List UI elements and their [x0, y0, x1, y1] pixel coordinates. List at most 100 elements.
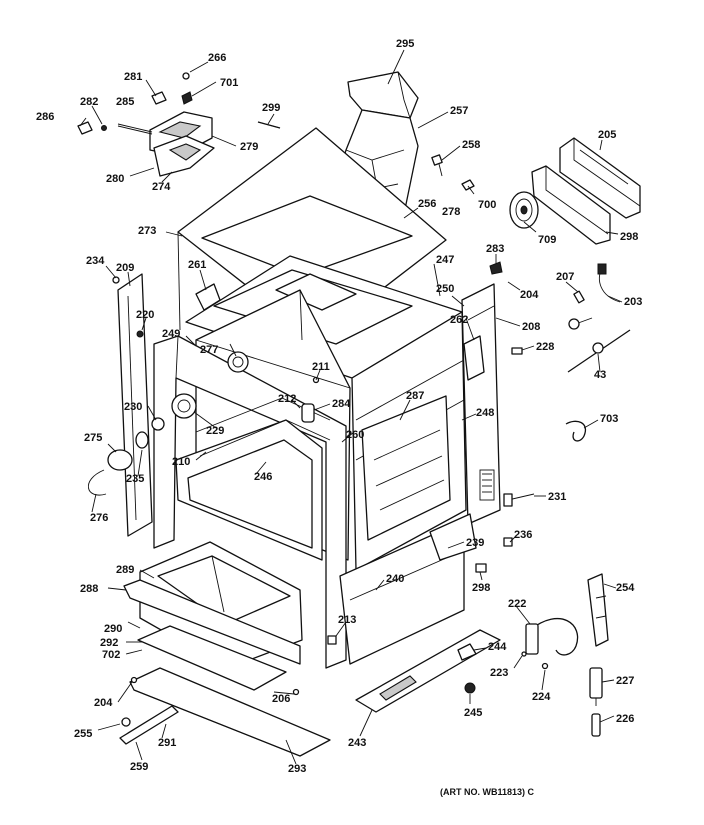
callout-229: 229: [206, 425, 224, 437]
spring-703: [565, 420, 587, 442]
screw-220: [136, 330, 144, 338]
callout-254: 254: [616, 582, 635, 594]
callout-249: 249: [162, 328, 180, 340]
callout-247: 247: [436, 254, 454, 266]
callout-210: 210: [172, 456, 190, 468]
callout-235: 235: [126, 473, 144, 485]
callout-224: 224: [532, 691, 551, 703]
clip-282: [101, 125, 107, 131]
left-side-panel-209: [117, 273, 153, 537]
callout-289: 289: [116, 564, 134, 576]
callout-259: 259: [130, 761, 148, 773]
callout-203: 203: [624, 296, 642, 308]
callout-262: 262: [450, 314, 468, 326]
screw-236: [503, 537, 513, 547]
bracket-298-top: [531, 165, 611, 245]
callout-299: 299: [262, 102, 280, 114]
wire-203: [597, 263, 621, 303]
thermostat-227: [589, 667, 603, 706]
callout-275: 275: [84, 432, 102, 444]
callout-239: 239: [466, 537, 484, 549]
spring-231: [503, 493, 535, 507]
callout-260: 260: [346, 429, 364, 441]
callout-230: 230: [124, 401, 142, 413]
light-230: [151, 417, 165, 431]
callout-43: 43: [594, 369, 606, 381]
clip-298-bottom: [475, 563, 487, 573]
callout-220: 220: [136, 309, 154, 321]
clip-283: [489, 261, 503, 275]
callout-278: 278: [442, 206, 460, 218]
callout-227: 227: [616, 675, 634, 687]
igniter-284: [301, 403, 315, 423]
screw-213: [327, 635, 337, 645]
grommet-286: [77, 121, 93, 135]
screw-224: [541, 662, 549, 670]
callout-273: 273: [138, 225, 156, 237]
vent-277: [227, 351, 249, 373]
leader-lines: [79, 49, 623, 765]
heat-shield-287: [361, 395, 451, 541]
igniter-assembly-279: [117, 111, 215, 177]
callout-266: 266: [208, 52, 226, 64]
callout-274: 274: [152, 181, 171, 193]
sensor-226: [591, 713, 601, 737]
bracket-254: [587, 573, 609, 647]
callout-282: 282: [80, 96, 98, 108]
callout-208: 208: [522, 321, 540, 333]
callout-244: 244: [488, 641, 507, 653]
screw-258: [431, 154, 443, 177]
bracket-235: [135, 431, 149, 449]
callout-228: 228: [536, 341, 554, 353]
callout-277: 277: [200, 344, 218, 356]
callout-236: 236: [514, 529, 532, 541]
nut-245: [464, 682, 476, 694]
fan-229: [171, 393, 197, 419]
callout-279: 279: [240, 141, 258, 153]
clip-244: [457, 643, 477, 661]
callout-280: 280: [106, 173, 124, 185]
wire-276: [87, 469, 107, 496]
screw-700: [461, 179, 475, 191]
callout-298-top: 298: [620, 231, 638, 243]
callout-703: 703: [600, 413, 618, 425]
bolt-299: [257, 121, 281, 129]
burner-ring-709: [509, 191, 539, 229]
rail-239: [429, 513, 477, 561]
callout-281: 281: [124, 71, 142, 83]
callout-292: 292: [100, 637, 118, 649]
screw-255: [121, 717, 131, 727]
callout-276: 276: [90, 512, 108, 524]
callout-207: 207: [556, 271, 574, 283]
bracket-261: [195, 283, 221, 311]
callout-295: 295: [396, 38, 414, 50]
callout-293: 293: [288, 763, 306, 775]
callout-700: 700: [478, 199, 496, 211]
burner-tube-222: [525, 618, 579, 656]
bracket-262: [463, 335, 485, 381]
side-panel-205: [559, 137, 641, 219]
callout-257: 257: [450, 105, 468, 117]
bottom-panel-293: [129, 667, 331, 757]
callout-255: 255: [74, 728, 92, 740]
clip-701: [181, 91, 193, 105]
callout-256: 256: [418, 198, 436, 210]
drawer-front-288: [123, 579, 301, 665]
screw-266: [182, 72, 190, 80]
callout-288: 288: [80, 583, 98, 595]
callout-245: 245: [464, 707, 482, 719]
callout-204-top: 204: [520, 289, 539, 301]
callout-240: 240: [386, 573, 404, 585]
callout-701: 701: [220, 77, 238, 89]
callout-246: 246: [254, 471, 272, 483]
callout-261: 261: [188, 259, 206, 271]
callout-286: 286: [36, 111, 54, 123]
rail-259: [119, 705, 179, 745]
callout-258: 258: [462, 139, 480, 151]
callout-234: 234: [86, 255, 105, 267]
callout-213: 213: [338, 614, 356, 626]
screw-207: [573, 290, 585, 304]
callout-702: 702: [102, 649, 120, 661]
callout-231: 231: [548, 491, 566, 503]
